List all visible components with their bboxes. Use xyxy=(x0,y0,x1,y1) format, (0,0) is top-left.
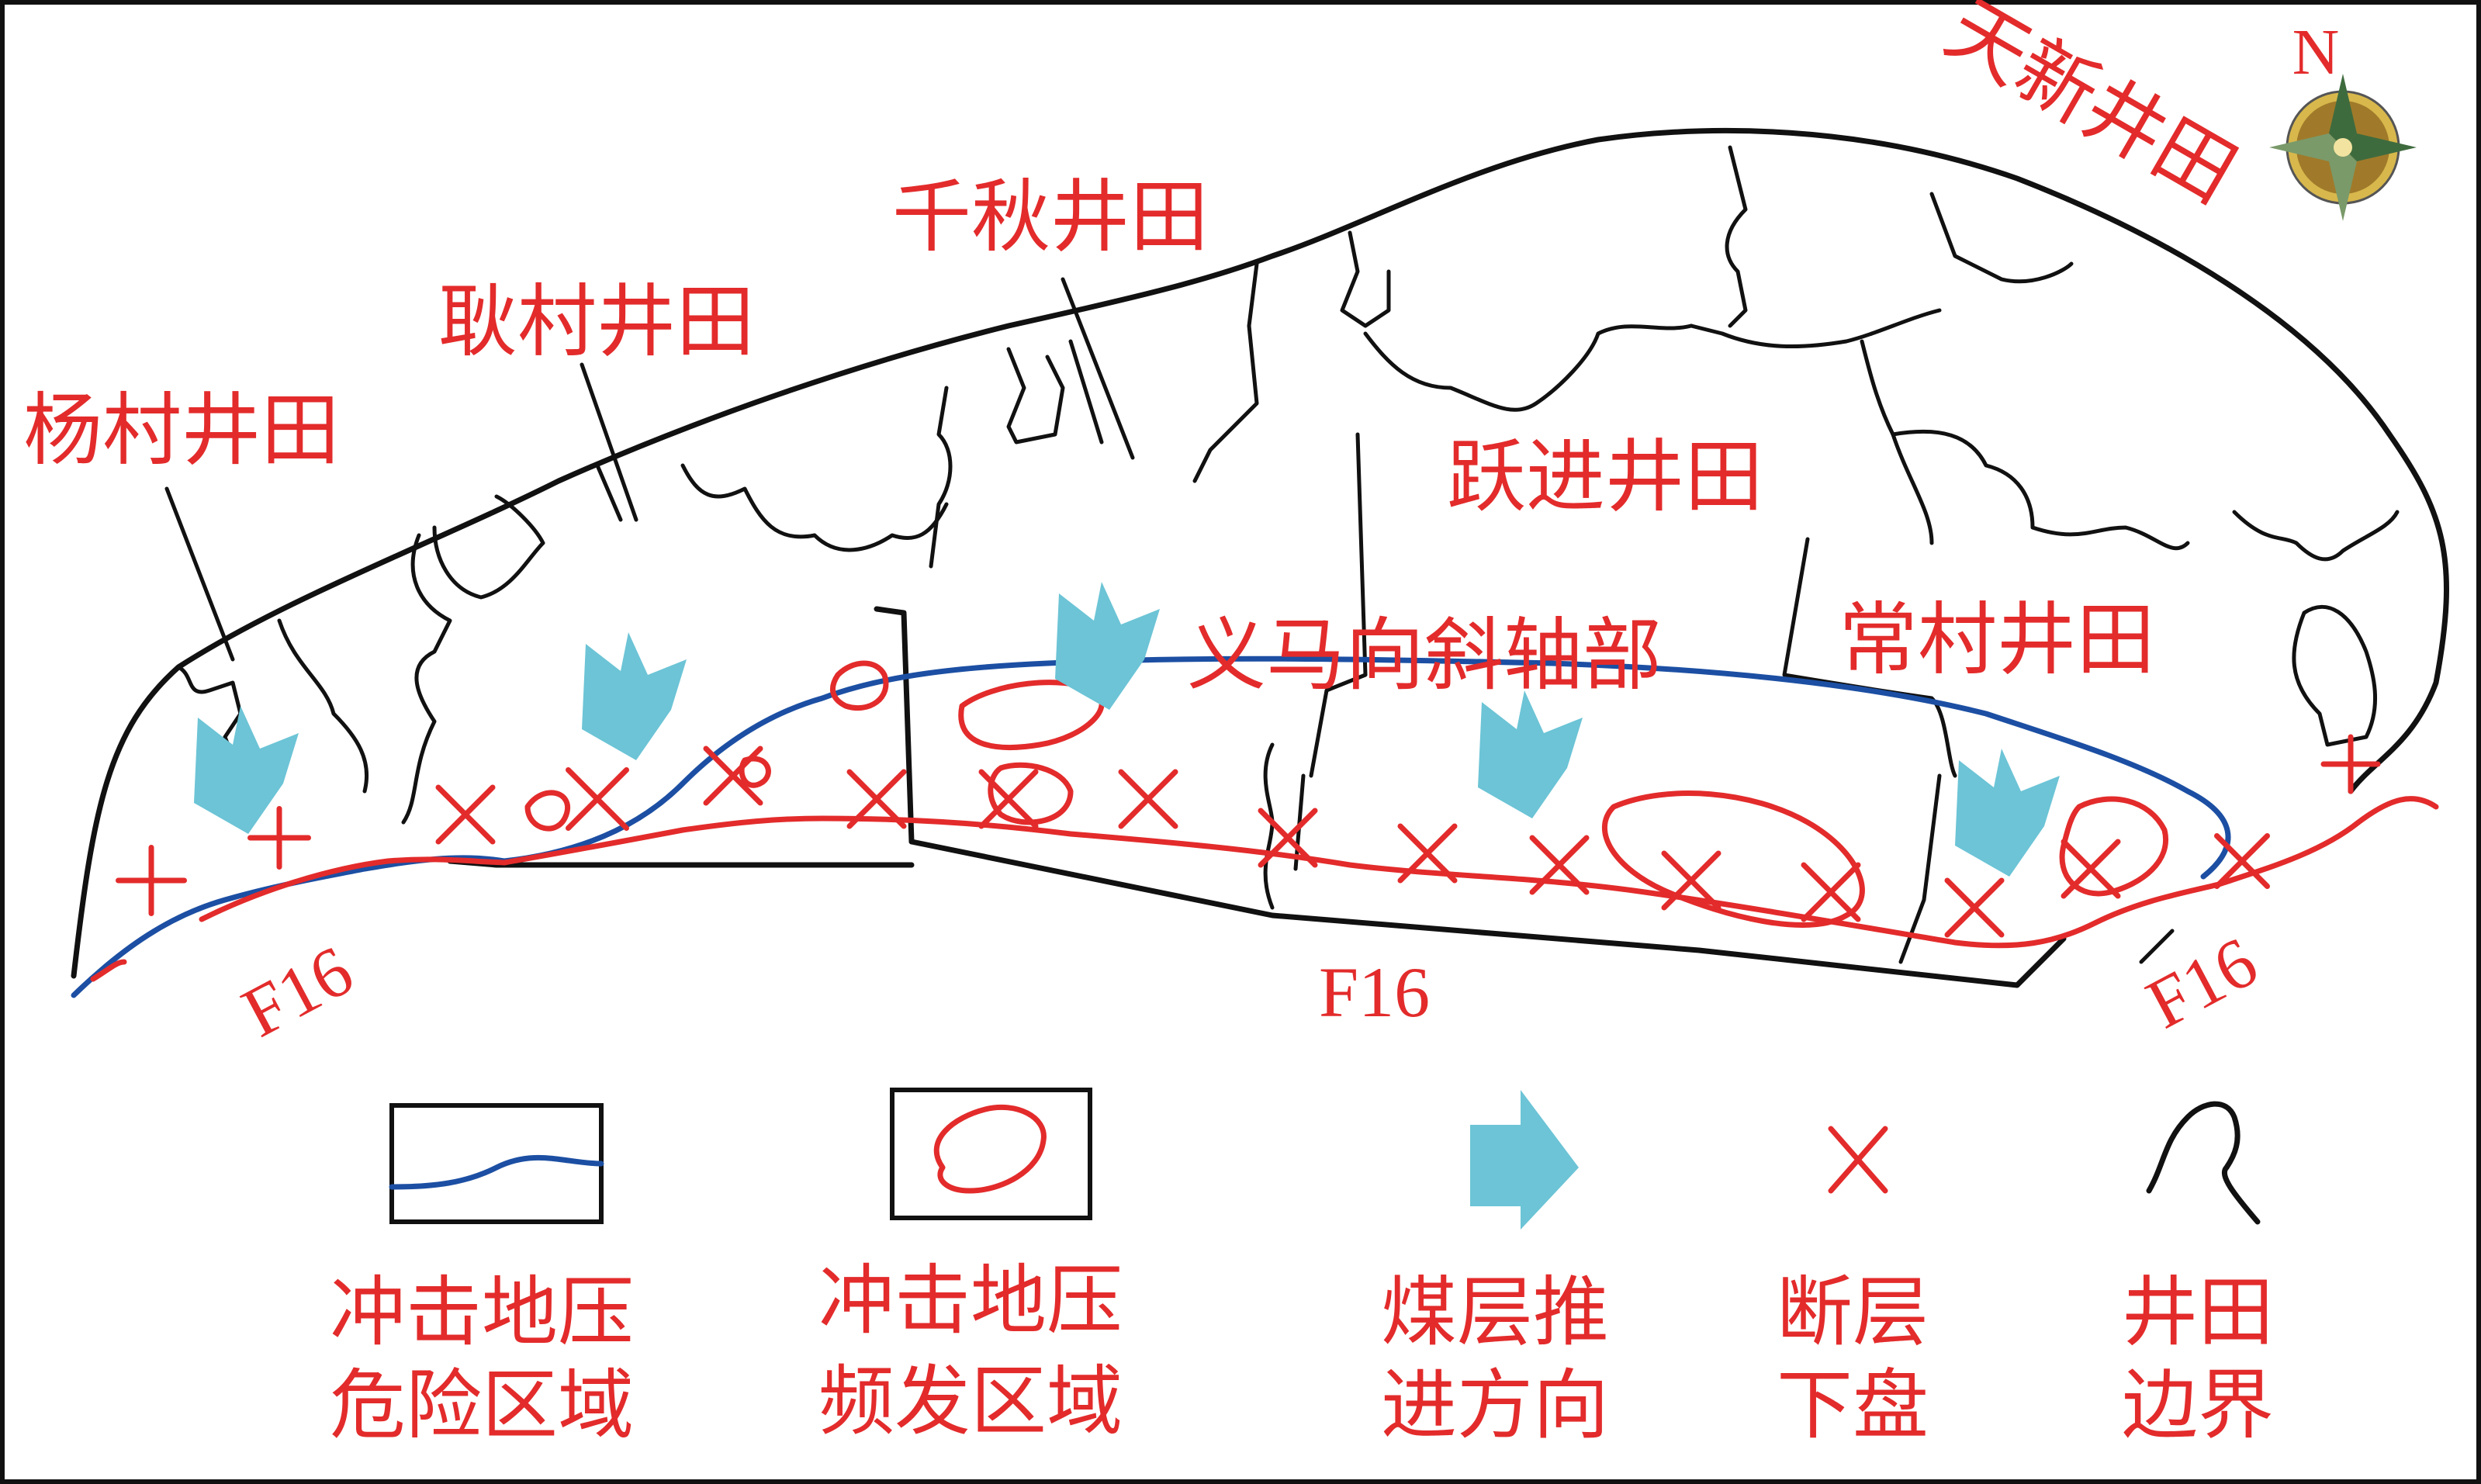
coal-push-arrows xyxy=(194,582,2060,877)
footwall-x-mark xyxy=(1529,835,1590,895)
footwall-x-mark xyxy=(247,806,311,870)
legend: 冲击地压 危险区域 冲击地压 频发区域 煤层推 进方向 断层 下盘 井田 边界 xyxy=(330,1088,2274,1450)
legend-footwall-line1: 断层 xyxy=(1777,1268,1929,1357)
label-tianxin: 天新井田 xyxy=(1931,0,2251,221)
legend-danger-line2: 危险区域 xyxy=(330,1361,634,1450)
footwall-x-mark xyxy=(1661,850,1721,911)
footwall-x-mark xyxy=(566,767,629,831)
label-f16-west: F16 xyxy=(230,930,365,1052)
legend-frequent-symbol xyxy=(890,1088,1092,1220)
footwall-x-mark xyxy=(1944,877,2005,938)
north-label: N xyxy=(2292,16,2340,88)
footwall-x-mark xyxy=(2214,833,2270,889)
legend-frequent-line1: 冲击地压 xyxy=(818,1257,1123,1345)
push-direction-arrow-icon xyxy=(1478,690,1583,818)
footwall-x-mark xyxy=(978,769,1039,829)
label-f16-east: F16 xyxy=(2134,922,2269,1043)
footwall-x-mark xyxy=(703,745,763,806)
north-arrow: N xyxy=(2269,16,2417,221)
push-direction-arrow-icon xyxy=(582,632,687,760)
label-changcun: 常村井田 xyxy=(1839,594,2155,687)
legend-danger-symbol xyxy=(389,1103,604,1224)
label-gengcun: 耿村井田 xyxy=(438,276,755,368)
push-direction-arrow-icon xyxy=(1055,582,1160,710)
legend-danger-line1: 冲击地压 xyxy=(330,1268,634,1357)
legend-push-arrow-icon xyxy=(1470,1090,1579,1230)
rockburst-frequent-areas xyxy=(524,660,2168,928)
footwall-x-mark xyxy=(2061,839,2121,899)
label-yangcun: 杨村井田 xyxy=(23,385,340,477)
push-direction-arrow-icon xyxy=(194,706,299,834)
footwall-x-mark xyxy=(2320,734,2381,794)
mine-field-boundaries xyxy=(71,128,2449,988)
footwall-x-mark xyxy=(1258,808,1318,868)
footwall-x-mark xyxy=(1118,769,1178,829)
footwall-x-mark xyxy=(435,784,496,845)
legend-boundary-line2: 边界 xyxy=(2122,1361,2274,1450)
footwall-x-mark xyxy=(846,769,907,829)
legend-footwall-x-icon xyxy=(1828,1126,1888,1194)
label-qianqiu: 千秋井田 xyxy=(892,171,1209,264)
footwall-x-mark xyxy=(116,845,187,916)
footwall-x-mark xyxy=(1397,823,1458,884)
rockburst-danger-line xyxy=(71,656,2231,998)
fault-f16 xyxy=(90,796,2439,982)
compass-rose-icon xyxy=(2269,74,2417,221)
fault-footwall-marks xyxy=(116,734,2381,938)
legend-footwall-line2: 下盘 xyxy=(1777,1361,1929,1450)
legend-boundary-line1: 井田 xyxy=(2122,1268,2274,1357)
footwall-x-mark xyxy=(1801,862,1861,922)
legend-frequent-line2: 频发区域 xyxy=(818,1358,1123,1446)
legend-push-line2: 进方向 xyxy=(1381,1361,1609,1450)
legend-push-line1: 煤层推 xyxy=(1381,1268,1609,1357)
label-yuejin: 跃进井田 xyxy=(1447,431,1763,524)
label-syncline-axis: 义马向斜轴部 xyxy=(1187,610,1662,702)
push-direction-arrow-icon xyxy=(1955,749,2060,877)
label-f16-center: F16 xyxy=(1319,953,1430,1032)
legend-boundary-icon xyxy=(2146,1101,2261,1225)
